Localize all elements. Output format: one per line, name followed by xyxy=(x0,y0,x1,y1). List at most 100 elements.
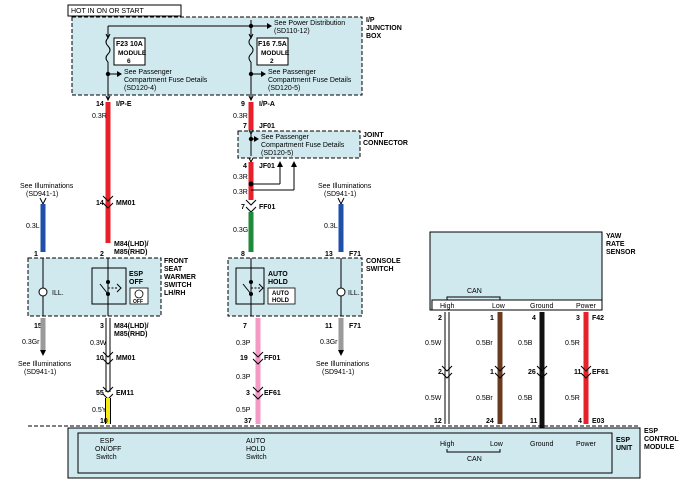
jc-ref-arrow-icon xyxy=(254,136,259,142)
center-size-3: 0.3G xyxy=(233,227,248,234)
auto-hold-badge-a: AUTO xyxy=(272,291,289,297)
center-pin-ff01: 7 xyxy=(241,204,245,211)
center-pin-jf01b: 4 xyxy=(243,163,247,170)
auto-hold-badge-b: HOLD xyxy=(272,298,290,304)
illum-right-see: See Illuminations xyxy=(318,183,372,190)
illum-left-size: 0.3L xyxy=(26,223,40,230)
auto-hold-label-a: AUTO xyxy=(268,271,288,278)
yaw-sensor-box xyxy=(429,231,603,311)
yaw-pin-top-ground: 4 xyxy=(532,315,536,322)
fuse-left-ref-arrow-icon xyxy=(117,71,122,77)
illum-left-ref: (SD941-1) xyxy=(26,191,58,198)
auto-switch-label-3: Switch xyxy=(246,454,267,461)
center-conn-jf01b: JF01 xyxy=(259,163,275,170)
yaw-pin-bot-power: 4 xyxy=(578,418,582,425)
center-conn-ef61: EF61 xyxy=(264,390,281,397)
yaw-conn-mid: EF61 xyxy=(592,369,609,376)
left-size-top: 0.3R xyxy=(92,113,107,120)
yaw-pin-mid-high: 2 xyxy=(438,369,442,376)
illum-right-pin-in: 13 xyxy=(325,251,333,258)
center-size-5: 0.3P xyxy=(236,374,251,381)
front-seat-warmer-switch: FRONT SEAT WARMER SWITCH LH/RH ILL. ESP … xyxy=(27,257,196,317)
left-conn-em11: EM11 xyxy=(116,390,134,397)
fuse-right-num: 2 xyxy=(270,58,274,65)
auto-switch-label-2: HOLD xyxy=(246,446,265,453)
esp-power: Power xyxy=(576,441,597,448)
yaw-rate-sensor: YAW RATE SENSOR CAN High Low Ground Powe… xyxy=(429,231,636,311)
center-branch-2-arrow-icon xyxy=(291,161,297,167)
left-conn-m84-out-b: M85(RHD) xyxy=(114,331,147,338)
center-pin-8: 8 xyxy=(241,251,245,258)
left-top-chevron-icon xyxy=(105,95,111,102)
center-top-chevron-icon xyxy=(248,95,254,102)
illum-right-arrow-icon xyxy=(337,197,345,206)
left-conn-m84-b: M85(RHD) xyxy=(114,249,147,256)
fuse-left-name: F23 10A xyxy=(116,41,143,48)
esp-switch-push-icon xyxy=(116,283,122,293)
yaw-high: High xyxy=(440,303,455,310)
yaw-title-3: SENSOR xyxy=(606,249,636,256)
left-pin-top: 14 xyxy=(96,101,104,108)
left-conn-mm01b: MM01 xyxy=(116,355,136,362)
esp-can-low: Low xyxy=(490,441,504,448)
esp-unit-inner xyxy=(77,432,613,474)
illum-left-pin-in: 1 xyxy=(34,251,38,258)
yaw-can: CAN xyxy=(467,288,482,295)
power-ref-arrow-icon xyxy=(267,23,272,29)
left-pin-em11: 55 xyxy=(96,390,104,397)
yaw-size-low-b: 0.5Br xyxy=(476,395,493,402)
esp-unit: ESP CONTROL MODULE ESP UNIT ESP ON/OFF S… xyxy=(67,427,679,479)
left-conn-mm01: MM01 xyxy=(116,200,136,207)
yaw-mid-ground-connector-icon xyxy=(536,365,548,379)
console-switch-title-2: SWITCH xyxy=(366,266,394,273)
hot-label: HOT IN ON OR START xyxy=(71,8,144,15)
fuse-left-box xyxy=(113,37,146,66)
fuse-left-ref: (SD120-4) xyxy=(124,85,156,92)
seat-warmer-frame xyxy=(27,257,162,317)
seat-warmer-title-2: SEAT xyxy=(164,266,183,273)
center-conn-top: I/P-A xyxy=(259,101,275,108)
console-switch: CONSOLE SWITCH AUTO HOLD AUTO HOLD ILL. xyxy=(227,257,401,317)
esp-ground: Ground xyxy=(530,441,553,448)
yaw-pin-bot-ground: 11 xyxy=(530,418,538,425)
illum-right-size: 0.3L xyxy=(324,223,338,230)
esp-module-title-3: MODULE xyxy=(644,444,675,451)
yaw-title-2: RATE xyxy=(606,241,625,248)
ip-junction-box-title-1: I/P xyxy=(366,17,375,24)
fuse-right-name: F16 7.5A xyxy=(258,41,287,48)
center-conn-ff01: FF01 xyxy=(259,204,275,211)
fuse-right-see-a: See Passenger xyxy=(268,69,317,76)
fuse-left-label: MODULE xyxy=(118,50,147,57)
fuse-left-see-a: See Passenger xyxy=(124,69,173,76)
jc-ref: (SD120-5) xyxy=(261,150,293,157)
left-conn-top: I/P-E xyxy=(116,101,132,108)
esp-switch-label-1: ESP xyxy=(100,438,114,445)
yaw-pin-top-power: 3 xyxy=(576,315,580,322)
center-branch-1-arrow-icon xyxy=(277,161,283,167)
esp-module-title-2: CONTROL xyxy=(644,436,679,443)
seat-warmer-title-5: LH/RH xyxy=(164,290,185,297)
center-pin-jf01a: 7 xyxy=(243,123,247,130)
yaw-low: Low xyxy=(492,303,506,310)
yaw-size-high: 0.5W xyxy=(425,340,442,347)
joint-connector-title-1: JOINT xyxy=(363,132,384,139)
auto-hold-contact-top xyxy=(249,280,253,284)
yaw-size-high-b: 0.5W xyxy=(425,395,442,402)
illum-right-conn-out: F71 xyxy=(349,323,361,330)
illum-right-ill: ILL. xyxy=(348,290,360,297)
illum-right-see-out: See Illuminations xyxy=(316,361,370,368)
illum-left-see-out: See Illuminations xyxy=(18,361,72,368)
seat-warmer-title-4: SWITCH xyxy=(164,282,192,289)
fuse-left-see-b: Compartment Fuse Details xyxy=(124,77,208,84)
yaw-size-ground: 0.5B xyxy=(518,340,533,347)
esp-can-bracket xyxy=(446,449,501,453)
yaw-pin-bot-high: 12 xyxy=(434,418,442,425)
center-pin-ef61: 3 xyxy=(246,390,250,397)
yaw-pin-bot-low: 24 xyxy=(486,418,494,425)
yaw-pin-top-high: 2 xyxy=(438,315,442,322)
seat-warmer-title-3: WARMER xyxy=(164,274,196,281)
yaw-size-power-b: 0.5R xyxy=(565,395,580,402)
joint-connector-title-2: CONNECTOR xyxy=(363,140,408,147)
illum-left-out-arrow-icon xyxy=(40,350,46,356)
illum-right-ref: (SD941-1) xyxy=(324,191,356,198)
